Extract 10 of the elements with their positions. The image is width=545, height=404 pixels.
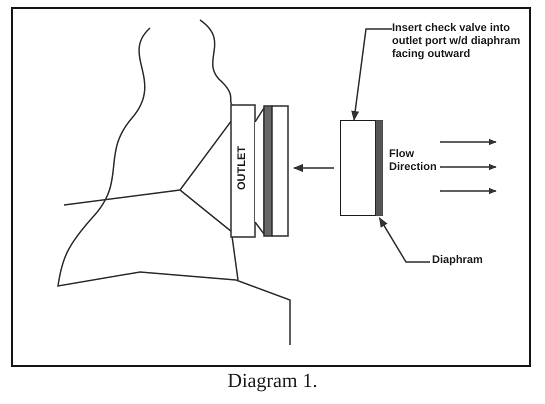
diaphragm-strip	[376, 120, 383, 216]
instruction-note: Insert check valve into outlet port w/d diaphram facing outward	[392, 22, 522, 61]
callout-text: Diaphram	[432, 254, 484, 267]
leader-line	[378, 217, 430, 263]
flow-label: Flow Direction	[389, 148, 438, 174]
arrow	[293, 164, 334, 172]
port-label: OUTLET	[236, 146, 248, 190]
check-valve-body	[340, 120, 376, 216]
leader-line	[351, 28, 392, 121]
caption: Diagram 1.	[228, 370, 318, 392]
